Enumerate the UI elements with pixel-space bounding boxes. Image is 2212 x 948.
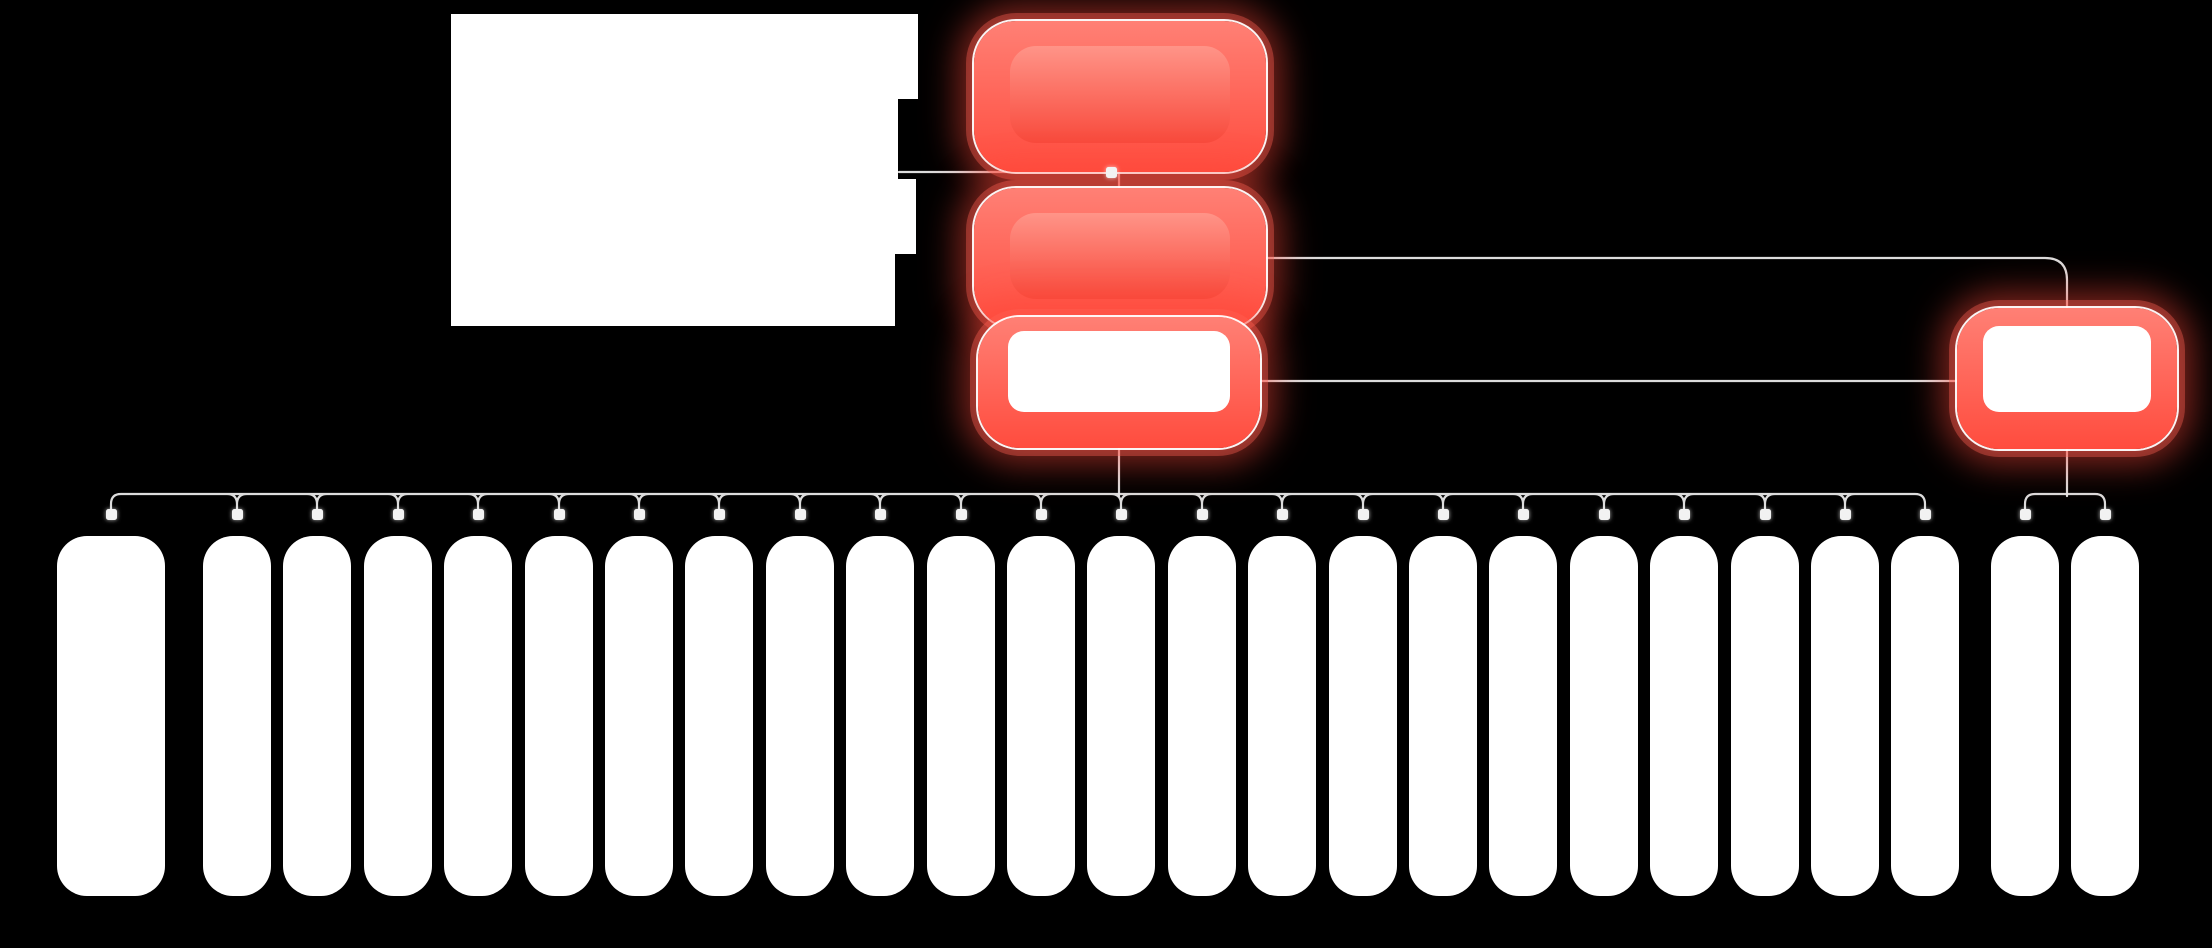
connector-anchor-dot[interactable] bbox=[633, 509, 645, 520]
connector-anchor-dot[interactable] bbox=[1759, 509, 1771, 520]
branch-node-1-inner bbox=[1010, 46, 1230, 143]
white-panel-block bbox=[451, 254, 895, 326]
child-node-bar[interactable] bbox=[846, 536, 914, 896]
connector-anchor-dot[interactable] bbox=[955, 509, 967, 520]
white-panel-block bbox=[451, 99, 898, 179]
connector-anchor-dot[interactable] bbox=[311, 509, 323, 520]
connector-anchor-dot[interactable] bbox=[1839, 509, 1851, 520]
child-node-bar[interactable] bbox=[525, 536, 593, 896]
child-node-bar[interactable] bbox=[444, 536, 512, 896]
connector-anchor-dot[interactable] bbox=[2019, 509, 2031, 520]
connector-anchor-dot[interactable] bbox=[1919, 509, 1931, 520]
right-branch-node-text-field[interactable] bbox=[1983, 326, 2151, 412]
connector-branch2-to-right-node bbox=[1230, 256, 2069, 314]
child-node-bar[interactable] bbox=[283, 536, 351, 896]
child-node-bar[interactable] bbox=[1991, 536, 2059, 896]
collapse-anchor-dot[interactable] bbox=[1106, 167, 1117, 178]
main-children-comb-connector bbox=[109, 492, 1927, 514]
child-node-bar[interactable] bbox=[203, 536, 271, 896]
connector-anchor-dot[interactable] bbox=[1035, 509, 1047, 520]
white-panel-block bbox=[451, 179, 916, 254]
connector-anchor-dot[interactable] bbox=[1678, 509, 1690, 520]
child-node-bar[interactable] bbox=[1329, 536, 1397, 896]
connector-anchor-dot[interactable] bbox=[713, 509, 725, 520]
connector-anchor-dot[interactable] bbox=[1357, 509, 1369, 520]
branch-node-3-text-field[interactable] bbox=[1008, 331, 1230, 412]
child-node-bar[interactable] bbox=[605, 536, 673, 896]
connector-anchor-dot[interactable] bbox=[231, 509, 243, 520]
connector-anchor-dot[interactable] bbox=[1276, 509, 1288, 520]
child-node-bar[interactable] bbox=[1570, 536, 1638, 896]
connector-anchor-dot[interactable] bbox=[392, 509, 404, 520]
child-node-bar[interactable] bbox=[1731, 536, 1799, 896]
child-node-bar[interactable] bbox=[927, 536, 995, 896]
child-node-bar[interactable] bbox=[1409, 536, 1477, 896]
child-node-bar[interactable] bbox=[1489, 536, 1557, 896]
connector-anchor-dot[interactable] bbox=[2099, 509, 2111, 520]
child-node-bar[interactable] bbox=[685, 536, 753, 896]
connector-anchor-dot[interactable] bbox=[1598, 509, 1610, 520]
right-children-comb-connector bbox=[2023, 492, 2107, 514]
connector-anchor-dot[interactable] bbox=[472, 509, 484, 520]
child-node-bar[interactable] bbox=[1248, 536, 1316, 896]
connector-anchor-dot[interactable] bbox=[1437, 509, 1449, 520]
connector-anchor-dot[interactable] bbox=[1115, 509, 1127, 520]
white-panel-block bbox=[451, 14, 918, 99]
child-node-bar[interactable] bbox=[364, 536, 432, 896]
child-node-bar[interactable] bbox=[766, 536, 834, 896]
child-node-bar[interactable] bbox=[1811, 536, 1879, 896]
branch-node-2[interactable] bbox=[974, 188, 1266, 328]
connector-anchor-dot[interactable] bbox=[105, 509, 117, 520]
child-node-bar[interactable] bbox=[1168, 536, 1236, 896]
connector-anchor-dot[interactable] bbox=[794, 509, 806, 520]
branch-node-1[interactable] bbox=[974, 21, 1266, 172]
connector-anchor-dot[interactable] bbox=[1196, 509, 1208, 520]
child-node-bar[interactable] bbox=[57, 536, 165, 896]
child-node-bar[interactable] bbox=[1007, 536, 1075, 896]
connector-anchor-dot[interactable] bbox=[553, 509, 565, 520]
child-node-bar[interactable] bbox=[2071, 536, 2139, 896]
connector-anchor-dot[interactable] bbox=[874, 509, 886, 520]
connector-anchor-dot[interactable] bbox=[1517, 509, 1529, 520]
child-node-bar[interactable] bbox=[1087, 536, 1155, 896]
child-node-bar[interactable] bbox=[1650, 536, 1718, 896]
branch-node-2-inner bbox=[1010, 213, 1230, 299]
child-node-bar[interactable] bbox=[1891, 536, 1959, 896]
right-branch-node-editing[interactable] bbox=[1957, 308, 2177, 449]
branch-node-3-editing[interactable] bbox=[978, 317, 1260, 448]
